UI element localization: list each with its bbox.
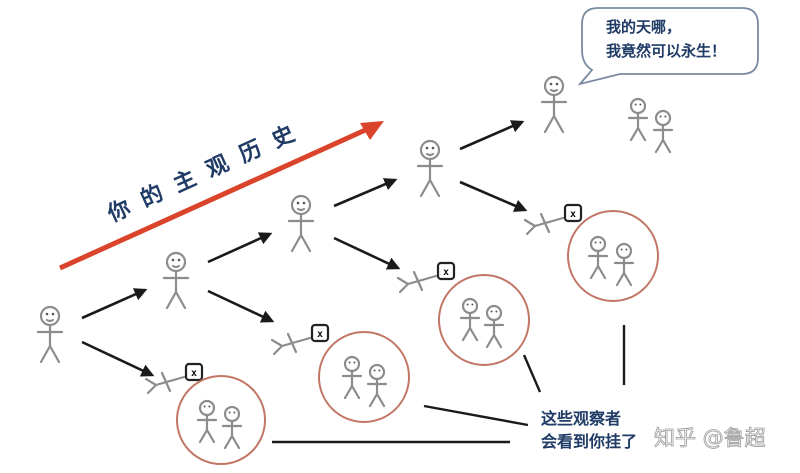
diagram-title: 你的主观历史 [103, 115, 311, 228]
branch-arrows [81, 120, 528, 377]
dead-figure-1 [144, 362, 204, 395]
subjective-history-arrow [58, 121, 384, 271]
dead-figure-2 [270, 323, 330, 356]
observer-circle-4 [567, 210, 659, 302]
observer-pointer-lines [272, 325, 626, 444]
observer-caption: 这些观察者 会看到你挂了 [541, 409, 637, 451]
watermark: 知乎 @鲁超 [654, 426, 766, 450]
speech-bubble: 我的天哪， 我竟然可以永生！ [577, 7, 759, 86]
observer-circle-1 [176, 375, 266, 465]
dead-figure-4 [523, 203, 583, 236]
observer-caption-line-2: 会看到你挂了 [541, 432, 637, 451]
stick-figure-start [36, 305, 64, 364]
observer-caption-line-1: 这些观察者 [541, 409, 621, 428]
observer-circle-3 [438, 274, 530, 366]
dead-figure-3 [396, 261, 456, 294]
observer-circle-2 [318, 331, 410, 423]
stick-figure-gen1 [162, 251, 190, 310]
stick-figure-gen2 [287, 194, 315, 253]
bystander-figures [627, 97, 674, 154]
stick-figure-gen3 [416, 139, 444, 198]
stick-figure-immortal [540, 75, 568, 134]
bubble-line-1: 我的天哪， [606, 18, 681, 36]
bubble-line-2: 我竟然可以永生！ [606, 42, 726, 60]
